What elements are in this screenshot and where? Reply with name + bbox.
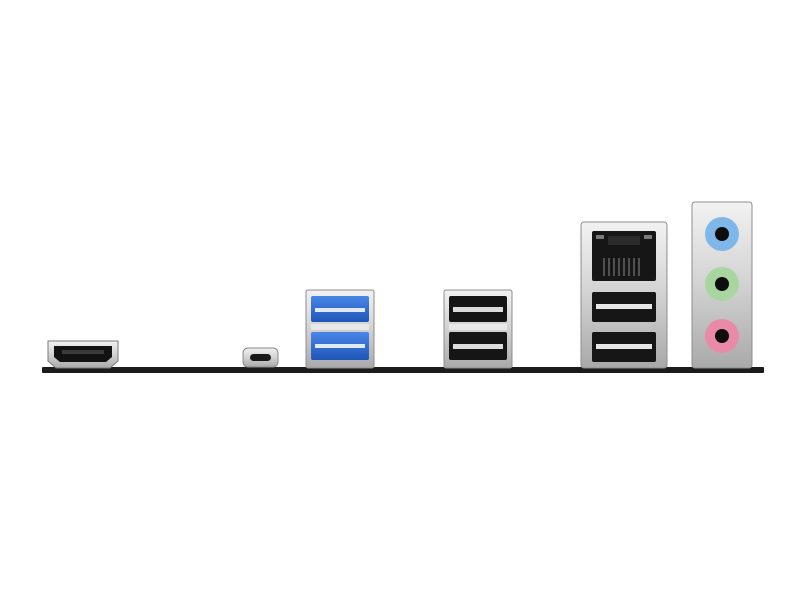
ethernet-port-icon (592, 231, 656, 281)
audio-jack-mic (705, 319, 739, 353)
rj45-usb-combo-icon (580, 221, 668, 369)
audio-jacks-icon (691, 201, 753, 369)
usb3-stack-icon (305, 289, 375, 369)
pcb-edge (42, 367, 764, 373)
audio-jack-line-out (705, 267, 739, 301)
usb2-stack-icon (443, 289, 513, 369)
audio-jack-line-in (705, 217, 739, 251)
hdmi-port-icon (47, 340, 119, 369)
usb-c-port-icon (242, 347, 279, 368)
